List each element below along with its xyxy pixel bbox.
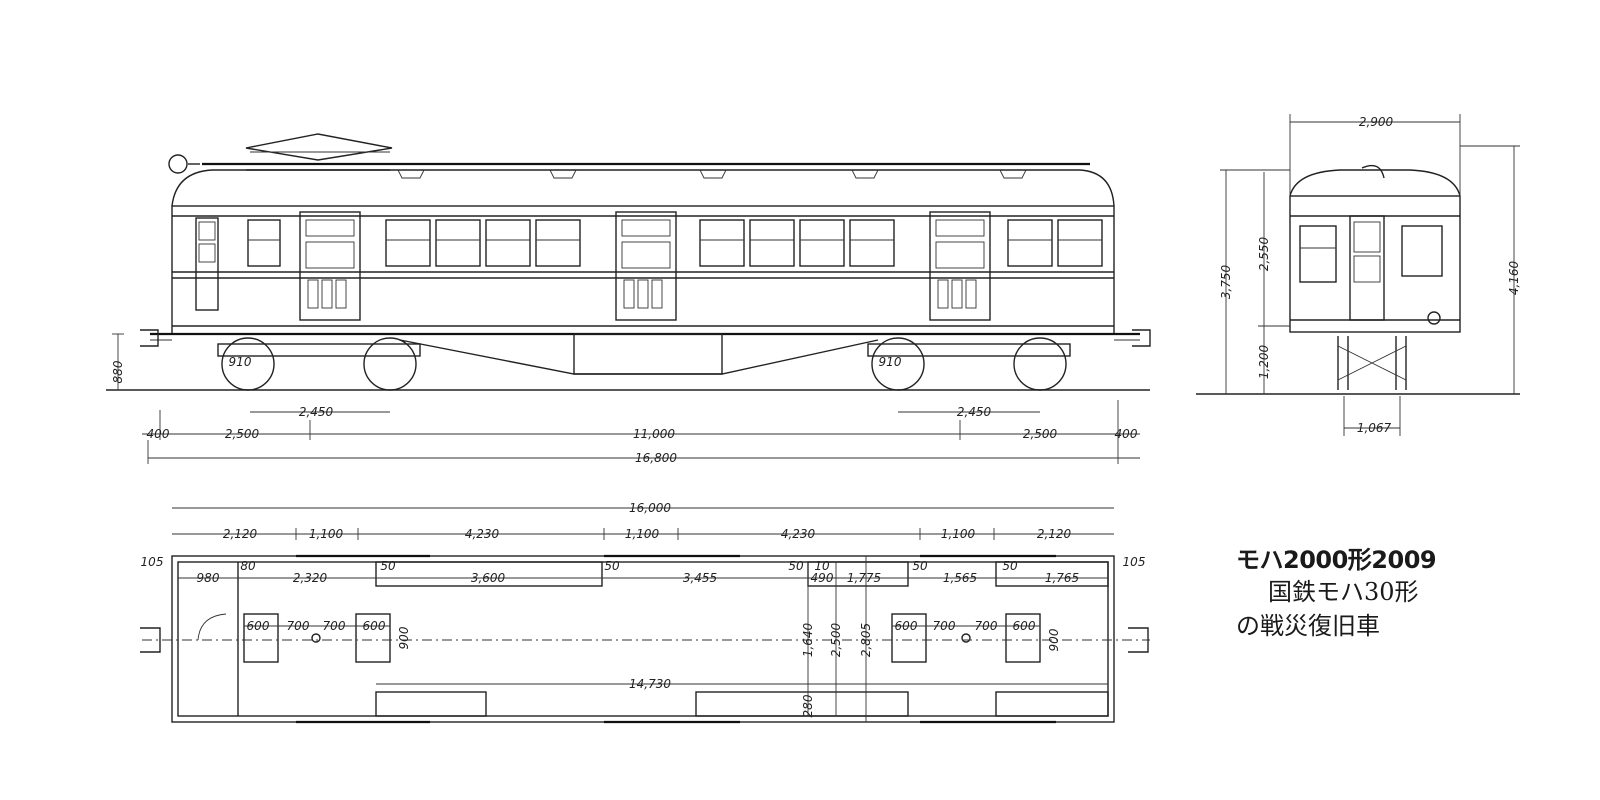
roof [171, 162, 1115, 207]
dim-880: 880 [111, 360, 125, 383]
dim-1565: 1,565 [943, 571, 977, 585]
side-view: 880 910 910 2,450 2,450 400 2,500 11,000… [106, 133, 1151, 465]
dim-overall-length: 16,800 [635, 451, 677, 465]
dim-end-to-bogie-left: 2,500 [225, 427, 260, 441]
caption: モハ2000形2009 国鉄モハ30形 の戦災復旧車 [1236, 540, 1437, 643]
passenger-doors [299, 211, 991, 321]
dim-3600: 3,600 [471, 571, 506, 585]
dim-bogie-wheelbase-right: 2,450 [957, 405, 992, 419]
dim-seg-1100-a: 1,100 [309, 527, 344, 541]
dim-600-d: 600 [1013, 619, 1036, 633]
end-dimension-lines [1220, 114, 1520, 436]
dim-14730: 14,730 [629, 677, 671, 691]
plan-dimension-labels: 16,000 2,120 1,100 4,230 1,100 4,230 1,1… [141, 501, 1146, 717]
side-windows [247, 219, 1103, 267]
plan-view: 16,000 2,120 1,100 4,230 1,100 4,230 1,1… [140, 501, 1150, 724]
dim-seg-2120-left: 2,120 [223, 527, 258, 541]
dim-overhang-left: 400 [147, 427, 170, 441]
dim-50-a: 50 [380, 559, 396, 573]
dim-600-b: 600 [363, 619, 386, 633]
underframe [150, 332, 1140, 375]
caption-line-2: の戦災復旧車 [1236, 612, 1380, 640]
dim-50-d: 50 [912, 559, 928, 573]
dim-wheel-910-left: 910 [229, 355, 252, 369]
dim-end-height-2550: 2,550 [1257, 236, 1271, 271]
dim-1765: 1,765 [1045, 571, 1079, 585]
headlight [168, 154, 200, 174]
dim-end-width: 2,900 [1359, 115, 1394, 129]
end-body [1289, 164, 1461, 390]
dim-280: 280 [801, 694, 815, 717]
dim-end-gauge: 1,067 [1357, 421, 1392, 435]
couplers [140, 329, 1151, 347]
dim-1775: 1,775 [847, 571, 881, 585]
dim-seg-4230-b: 4,230 [781, 527, 816, 541]
dim-body-length: 16,000 [629, 501, 671, 515]
dim-600-a: 600 [247, 619, 270, 633]
caption-line-1: 国鉄モハ30形 [1268, 578, 1419, 606]
car-body [171, 205, 1115, 335]
dim-overhang-right: 400 [1115, 427, 1138, 441]
dim-1640: 1,640 [801, 622, 815, 657]
dim-2500: 2,500 [829, 622, 843, 657]
dim-seg-1100-b: 1,100 [625, 527, 660, 541]
dim-seg-1100-c: 1,100 [941, 527, 976, 541]
dim-end-height-4160: 4,160 [1507, 260, 1521, 295]
dim-80: 80 [240, 559, 256, 573]
dim-900-a: 900 [397, 626, 411, 649]
dim-600-c: 600 [895, 619, 918, 633]
dim-bogie-centers: 11,000 [633, 427, 675, 441]
dim-490: 490 [811, 571, 834, 585]
dim-50-e: 50 [1002, 559, 1018, 573]
dim-end-105-right: 105 [1123, 555, 1146, 569]
dim-700-c: 700 [933, 619, 956, 633]
dim-end-height-1200: 1,200 [1257, 344, 1271, 379]
plan-dimension-lines [172, 507, 1114, 722]
dim-900-b: 900 [1047, 628, 1061, 651]
end-view: 2,900 3,750 2,550 1,200 4,160 1,067 [1196, 114, 1521, 436]
end-dimension-labels: 2,900 3,750 2,550 1,200 4,160 1,067 [1219, 115, 1521, 435]
dim-50-b: 50 [604, 559, 620, 573]
dim-10: 10 [814, 559, 830, 573]
dim-end-height-3750: 3,750 [1219, 264, 1233, 299]
side-dimension-lines [112, 333, 1140, 464]
dim-980: 980 [197, 571, 220, 585]
dim-wheel-910-right: 910 [879, 355, 902, 369]
dim-seg-4230-a: 4,230 [465, 527, 500, 541]
dim-700-d: 700 [975, 619, 998, 633]
caption-title: モハ2000形2009 [1236, 546, 1437, 574]
cab-door [195, 217, 219, 311]
dim-700-b: 700 [323, 619, 346, 633]
side-dimension-labels: 880 910 910 2,450 2,450 400 2,500 11,000… [111, 355, 1138, 465]
dim-3455: 3,455 [683, 571, 717, 585]
dim-end-105-left: 105 [141, 555, 164, 569]
dim-bogie-wheelbase-left: 2,450 [299, 405, 334, 419]
plan-body [140, 554, 1150, 724]
dim-seg-2120-right: 2,120 [1037, 527, 1072, 541]
dim-2805: 2,805 [859, 623, 873, 657]
dim-700-a: 700 [287, 619, 310, 633]
dim-2320: 2,320 [293, 571, 328, 585]
dim-50-c: 50 [788, 559, 804, 573]
dim-end-to-bogie-right: 2,500 [1023, 427, 1058, 441]
